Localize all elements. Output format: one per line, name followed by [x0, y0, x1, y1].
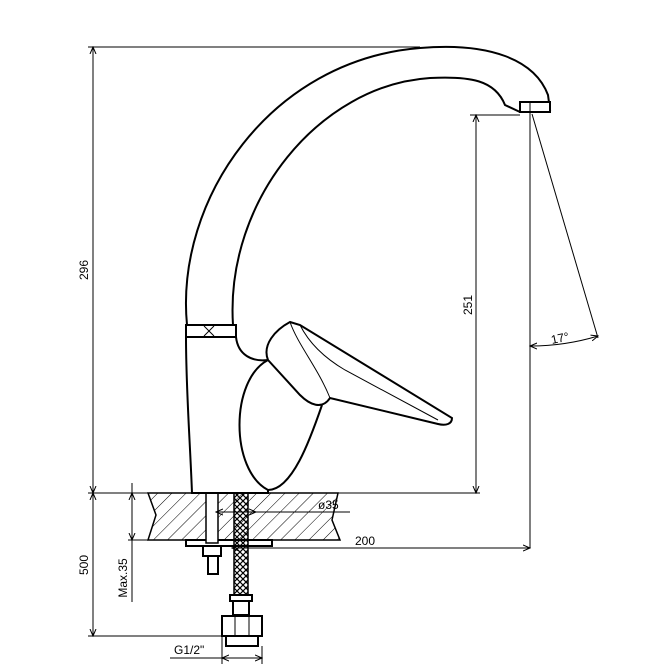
dim-reach: 200	[232, 534, 530, 548]
dim-reach-label: 200	[355, 534, 375, 548]
dim-total-height-label: 296	[77, 260, 91, 280]
dim-spout-angle-label: 17°	[550, 329, 571, 347]
dim-base-diameter-label: ø35	[318, 498, 339, 512]
faucet-body	[184, 45, 552, 494]
dim-hose-length: 500	[77, 493, 222, 636]
mounting-plate	[185, 539, 273, 547]
dim-hose-length-label: 500	[77, 555, 91, 575]
dim-spout-height-label: 251	[461, 295, 475, 315]
dim-spout-height: 251	[338, 115, 520, 493]
dim-max-thickness: Max.35	[116, 483, 186, 602]
threaded-rod	[202, 492, 222, 575]
dim-spout-angle: 17°	[530, 112, 598, 548]
dim-thread-label: G1/2"	[174, 643, 204, 657]
dim-total-height: 296	[77, 47, 420, 493]
dim-base-diameter: ø35	[216, 498, 350, 512]
dim-thread: G1/2"	[170, 636, 262, 664]
dim-max-thickness-label: Max.35	[116, 558, 130, 598]
